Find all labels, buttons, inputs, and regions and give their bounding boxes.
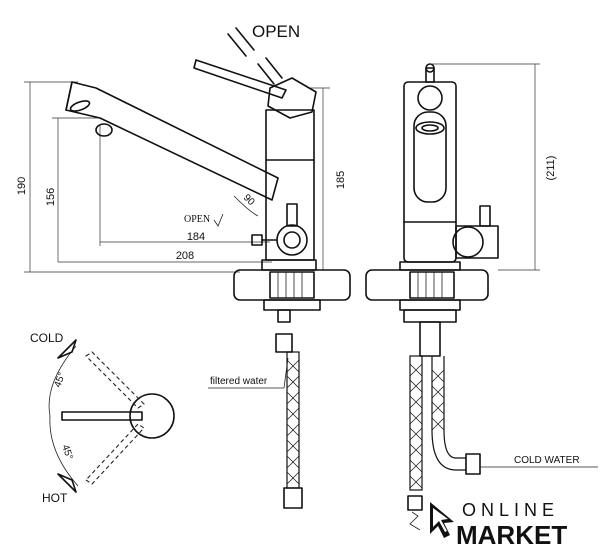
faucet-spout: [65, 81, 279, 201]
countertop-left: [233, 269, 351, 311]
open-top-label: OPEN: [252, 22, 300, 41]
dimension-156: 156: [45, 117, 100, 262]
open-arrow-label: OPEN: [184, 214, 210, 225]
dimension-208: 208: [58, 250, 272, 263]
dim-156-label: 156: [45, 188, 57, 206]
filtered-water-label: filtered water: [210, 376, 268, 387]
dimension-185: 185: [310, 87, 347, 271]
logo-line2: MARKET: [456, 520, 567, 550]
angle-90-label: 90: [241, 192, 257, 208]
angle-45-bottom-label: 45°: [59, 443, 75, 461]
dim-190-label: 190: [16, 177, 28, 195]
angle-45-top-label: 45°: [52, 371, 68, 389]
dimension-184: 184: [99, 125, 270, 246]
open-handle-indicator: OPEN: [227, 22, 300, 85]
dimension-190: 190: [16, 81, 240, 273]
front-view-body: [399, 63, 499, 271]
logo-line1: ONLINE: [462, 500, 559, 520]
hot-label: HOT: [42, 491, 68, 505]
dim-185-label: 185: [335, 171, 347, 189]
hose-cold-water: COLD WATER: [407, 321, 598, 531]
countertop-right: [365, 269, 489, 323]
dim-208-label: 208: [176, 250, 194, 262]
hose-filtered-water: filtered water: [208, 309, 303, 509]
dim-211-label: (211): [545, 156, 557, 181]
dimension-211: (211): [430, 63, 557, 271]
dim-184-label: 184: [187, 231, 205, 243]
lever-angle-diagram: COLD HOT 45° 45°: [30, 331, 175, 505]
cold-water-label: COLD WATER: [514, 455, 580, 466]
online-market-logo: ONLINE MARKET: [430, 500, 567, 550]
rotation-90-indicator: 90 OPEN: [184, 192, 259, 227]
faucet-body: [193, 59, 317, 271]
cold-label: COLD: [30, 331, 64, 345]
